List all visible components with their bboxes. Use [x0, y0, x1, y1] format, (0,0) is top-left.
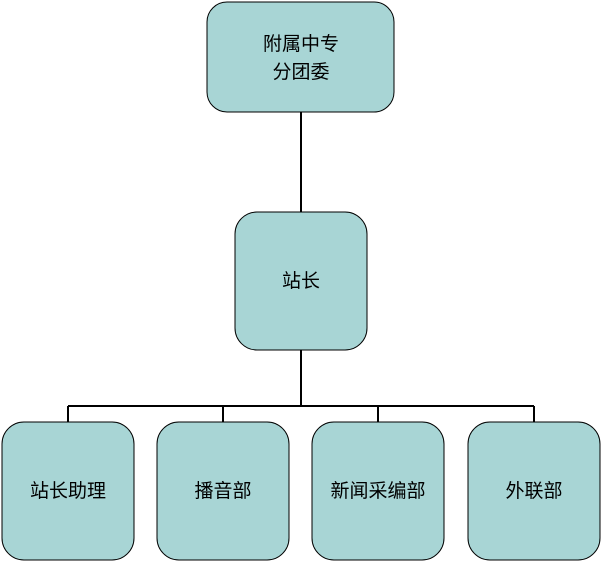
node-child-3-label: 新闻采编部 [330, 480, 425, 502]
node-child-4-label: 外联部 [505, 480, 562, 502]
node-head-label: 站长 [282, 270, 320, 292]
node-head: 站长 [234, 211, 368, 351]
node-child-3: 新闻采编部 [311, 421, 445, 561]
node-root: 附属中专 分团委 [206, 1, 395, 113]
node-child-2: 播音部 [156, 421, 290, 561]
node-child-2-label: 播音部 [194, 480, 251, 502]
node-root-box [206, 1, 395, 113]
node-child-4-box [467, 421, 601, 561]
node-child-2-box [156, 421, 290, 561]
node-child-1-box [1, 421, 135, 561]
node-child-3-box [311, 421, 445, 561]
node-head-box [234, 211, 368, 351]
node-child-1-label: 站长助理 [30, 480, 106, 502]
node-child-4: 外联部 [467, 421, 601, 561]
connectors [67, 112, 535, 422]
node-root-label-line-2: 分团委 [272, 61, 329, 83]
node-child-1: 站长助理 [1, 421, 135, 561]
node-root-label-line-1: 附属中专 [263, 33, 339, 55]
